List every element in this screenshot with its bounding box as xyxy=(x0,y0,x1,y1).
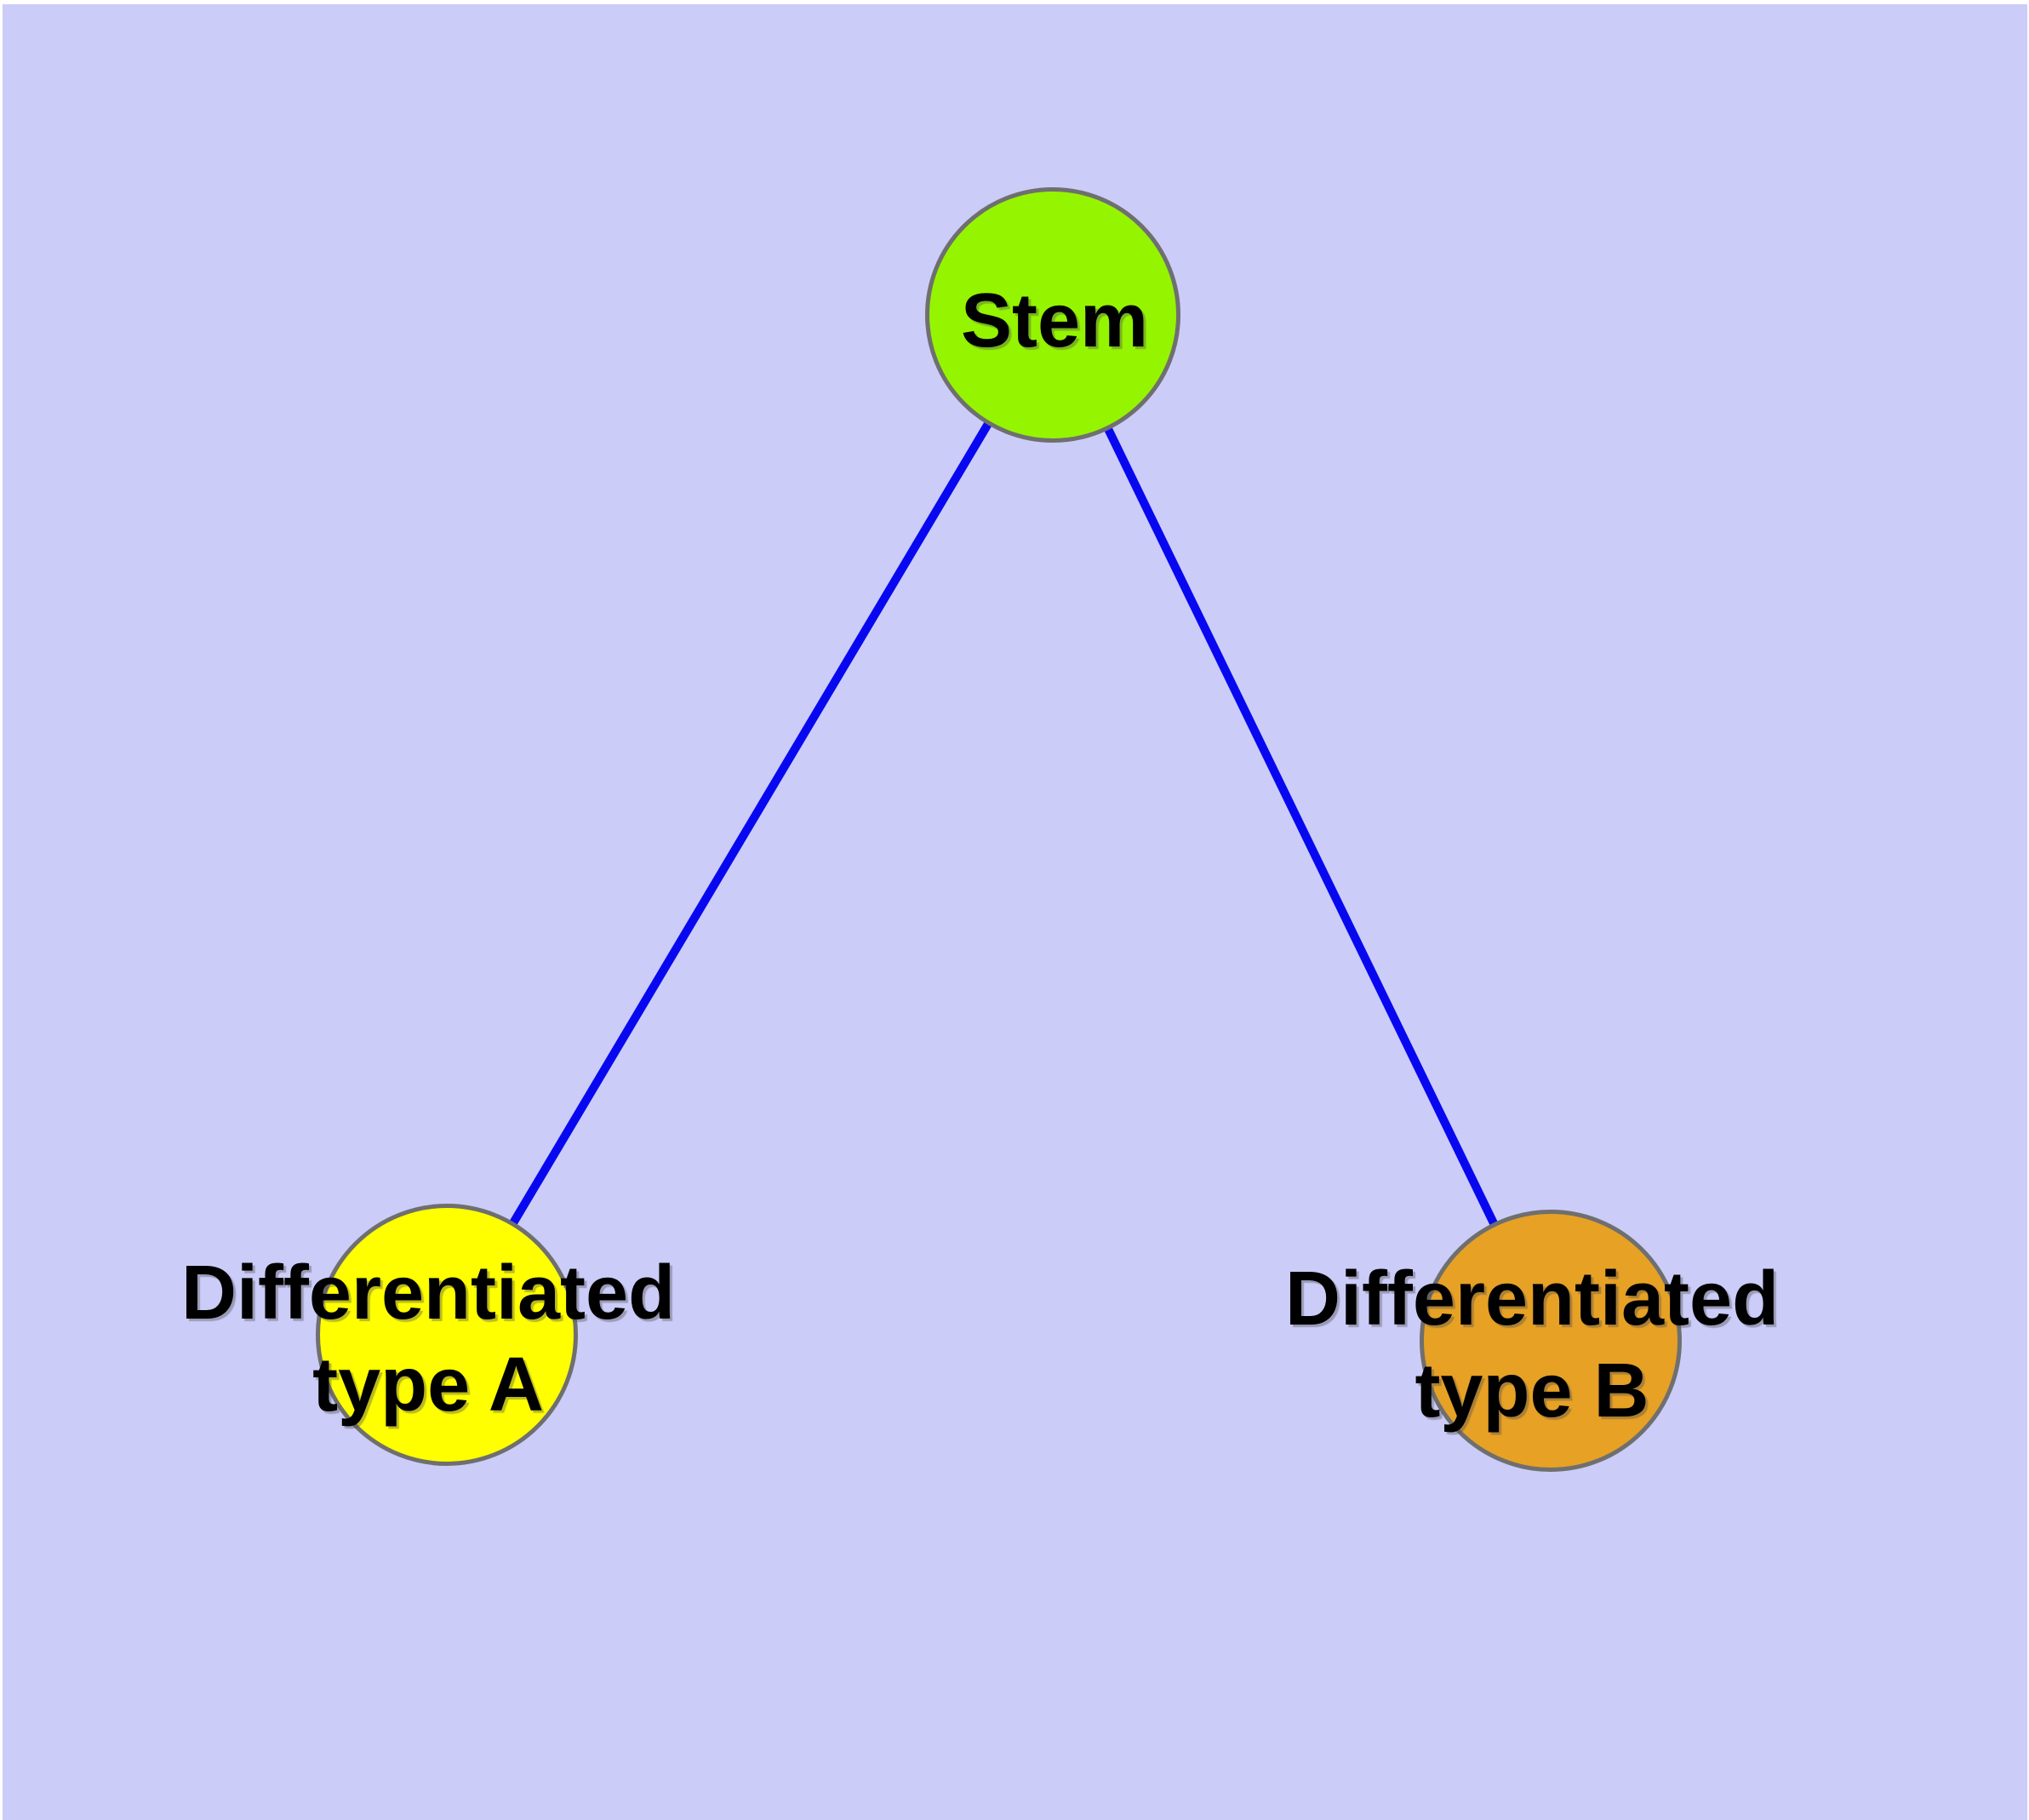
node-differentiated-type-a-circle xyxy=(316,1204,578,1466)
edge-stem-to-type-a xyxy=(443,312,1057,1337)
edge-stem-to-type-b xyxy=(1049,312,1555,1343)
node-type-b-label-line1: Differentiated xyxy=(1284,1256,1780,1342)
node-differentiated-type-b-label: Differentiated type B xyxy=(1285,1253,1779,1437)
node-type-a-label-line2: type A xyxy=(312,1342,544,1428)
node-stem-circle xyxy=(925,187,1180,443)
node-differentiated-type-b-circle xyxy=(1420,1210,1682,1472)
node-stem-label-text: Stem xyxy=(960,278,1149,363)
node-type-b-label-line2: type B xyxy=(1415,1348,1649,1434)
node-type-a-label-line1: Differentiated xyxy=(180,1251,676,1336)
node-stem-label: Stem xyxy=(961,275,1148,367)
node-differentiated-type-a-label: Differentiated type A xyxy=(181,1247,675,1431)
